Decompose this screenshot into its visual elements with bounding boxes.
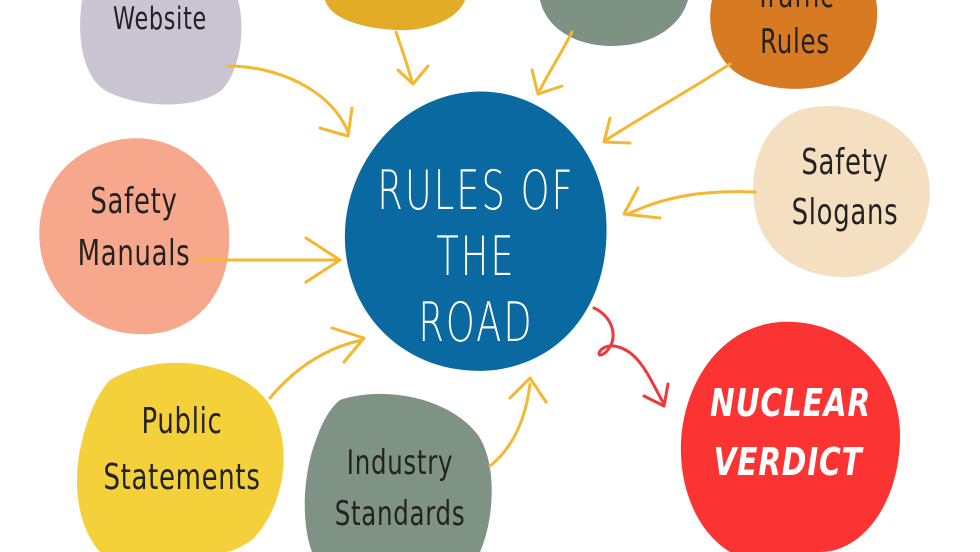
arrow-industry-standards (488, 376, 548, 468)
blob-top-yellow (325, 0, 465, 31)
label-website: Website (112, 1, 208, 37)
arrow-safety-manuals (194, 236, 342, 284)
blob-safety-manuals (39, 138, 230, 335)
arrow-top-grey (530, 30, 574, 96)
arrow-public-statements (268, 326, 366, 400)
center-title: RULES OF THE ROAD (377, 159, 575, 354)
blob-industry-standards (304, 393, 492, 552)
arrow-outcome (592, 306, 670, 408)
arrow-website (226, 64, 354, 138)
blob-top-grey (540, 0, 688, 46)
blob-traffic-rules (710, 0, 878, 89)
blob-public-statements (76, 362, 284, 552)
blob-website (80, 0, 242, 105)
label-safety-manuals: Safety Manuals (77, 181, 191, 275)
label-safety-slogans: Safety Slogans (791, 142, 899, 234)
blob-nuclear-verdict (680, 321, 901, 552)
blob-safety-slogans (753, 106, 930, 277)
blob-center (344, 91, 607, 371)
label-traffic-rules: Traffic Rules (756, 0, 834, 62)
label-industry-standards: Industry Standards (334, 443, 466, 534)
label-public-statements: Public Statements (103, 401, 261, 498)
outcome-title: NUCLEAR VERDICT (710, 381, 871, 484)
arrow-traffic-rules (602, 62, 732, 145)
arrow-top-yellow (394, 30, 430, 86)
arrow-safety-slogans (622, 186, 757, 220)
